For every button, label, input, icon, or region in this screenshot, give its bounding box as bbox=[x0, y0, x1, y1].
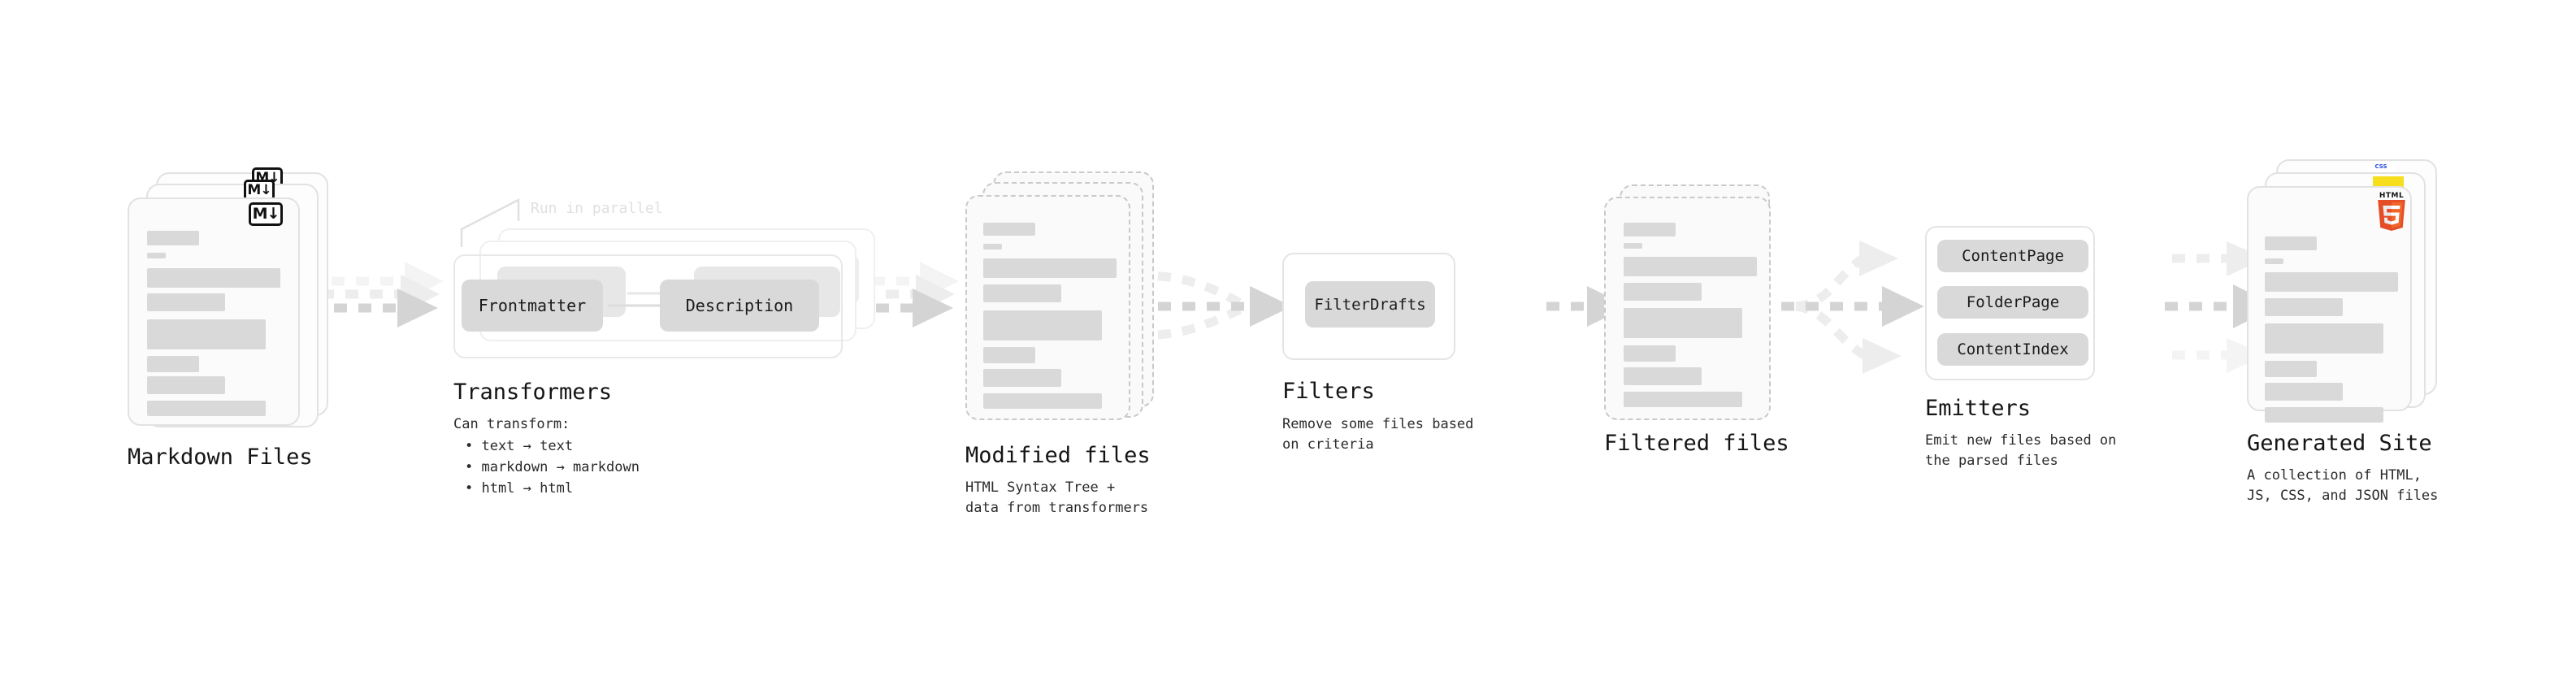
generated-site-title: Generated Site bbox=[2247, 431, 2432, 456]
modified-card-front bbox=[965, 195, 1130, 420]
filters-subtitle: Remove some files based on criteria bbox=[1282, 416, 1474, 453]
skeleton-bar bbox=[1624, 308, 1742, 338]
skeleton-bar bbox=[983, 284, 1061, 302]
skeleton-bar bbox=[2265, 258, 2283, 264]
skeleton-bar bbox=[983, 223, 1035, 236]
skeleton-bar bbox=[1624, 243, 1642, 249]
skeleton-bar bbox=[1624, 367, 1702, 385]
filter-pill-filterdrafts[interactable]: FilterDrafts bbox=[1305, 281, 1435, 327]
emitter-pill-contentindex[interactable]: ContentIndex bbox=[1937, 333, 2088, 366]
filtered-files-title: Filtered files bbox=[1604, 431, 1789, 456]
skeleton-bar bbox=[2265, 383, 2343, 401]
html5-badge-caption: HTML bbox=[2379, 192, 2405, 200]
skeleton-bar bbox=[983, 393, 1102, 409]
filters-title: Filters bbox=[1282, 379, 1375, 404]
skeleton-bar bbox=[983, 244, 1002, 249]
skeleton-bar bbox=[147, 253, 166, 258]
skeleton-bar bbox=[147, 401, 266, 416]
filters-box: FilterDrafts bbox=[1282, 253, 1455, 360]
transformers-subtitle: Can transform: bbox=[453, 416, 570, 432]
skeleton-bar bbox=[1624, 223, 1676, 236]
skeleton-bar bbox=[1624, 392, 1742, 407]
emitter-pill-contentpage[interactable]: ContentPage bbox=[1937, 240, 2088, 272]
skeleton-bar bbox=[2265, 361, 2317, 377]
skeleton-bar bbox=[2265, 323, 2383, 354]
arrow-markdown-to-transformers bbox=[310, 262, 444, 327]
transformers-bullet-1: • markdown → markdown bbox=[465, 459, 640, 475]
transformer-pill-description[interactable]: Description bbox=[660, 280, 819, 332]
modified-files-title: Modified files bbox=[965, 443, 1151, 468]
markdown-badge: M↓ bbox=[249, 202, 283, 226]
emitter-pill-folderpage[interactable]: FolderPage bbox=[1937, 286, 2088, 319]
html5-shield-icon bbox=[2378, 200, 2405, 231]
transformer-box-front bbox=[453, 254, 843, 358]
emitters-subtitle: Emit new files based on the parsed files bbox=[1925, 432, 2117, 469]
arrow-modified-to-filters bbox=[1133, 271, 1292, 340]
skeleton-bar bbox=[983, 369, 1061, 387]
skeleton-bar bbox=[2265, 407, 2383, 423]
emitters-box: ContentPage FolderPage ContentIndex bbox=[1925, 226, 2095, 380]
modified-files-subtitle: HTML Syntax Tree + data from transformer… bbox=[965, 479, 1149, 516]
skeleton-bar bbox=[147, 356, 199, 372]
skeleton-bar bbox=[1624, 257, 1757, 276]
skeleton-bar bbox=[147, 231, 199, 245]
transformers-bullet-2: • html → html bbox=[465, 480, 574, 497]
run-in-parallel-bracket bbox=[460, 197, 520, 247]
run-in-parallel-note: Run in parallel bbox=[531, 200, 663, 217]
transformers-title: Transformers bbox=[453, 380, 613, 405]
html5-badge: HTML bbox=[2375, 192, 2408, 231]
skeleton-bar bbox=[2265, 298, 2343, 316]
skeleton-bar bbox=[1624, 283, 1702, 301]
skeleton-bar bbox=[2265, 236, 2317, 250]
skeleton-bar bbox=[147, 376, 225, 394]
skeleton-bar bbox=[2265, 272, 2398, 292]
generated-site-subtitle: A collection of HTML, JS, CSS, and JSON … bbox=[2247, 467, 2439, 504]
transformers-bullet-0: • text → text bbox=[465, 438, 574, 454]
transformer-pill-frontmatter[interactable]: Frontmatter bbox=[462, 280, 603, 332]
skeleton-bar bbox=[147, 293, 225, 311]
skeleton-bar bbox=[1624, 345, 1676, 362]
markdown-files-title: Markdown Files bbox=[128, 445, 313, 470]
skeleton-bar bbox=[147, 268, 280, 288]
skeleton-bar bbox=[147, 319, 266, 349]
skeleton-bar bbox=[983, 258, 1117, 278]
skeleton-bar bbox=[983, 310, 1102, 340]
emitters-title: Emitters bbox=[1925, 396, 2032, 421]
filtered-card-front bbox=[1604, 197, 1771, 420]
skeleton-bar bbox=[983, 347, 1035, 363]
arrow-filtered-to-emitters bbox=[1781, 241, 1924, 374]
markdown-card-front bbox=[128, 197, 300, 426]
